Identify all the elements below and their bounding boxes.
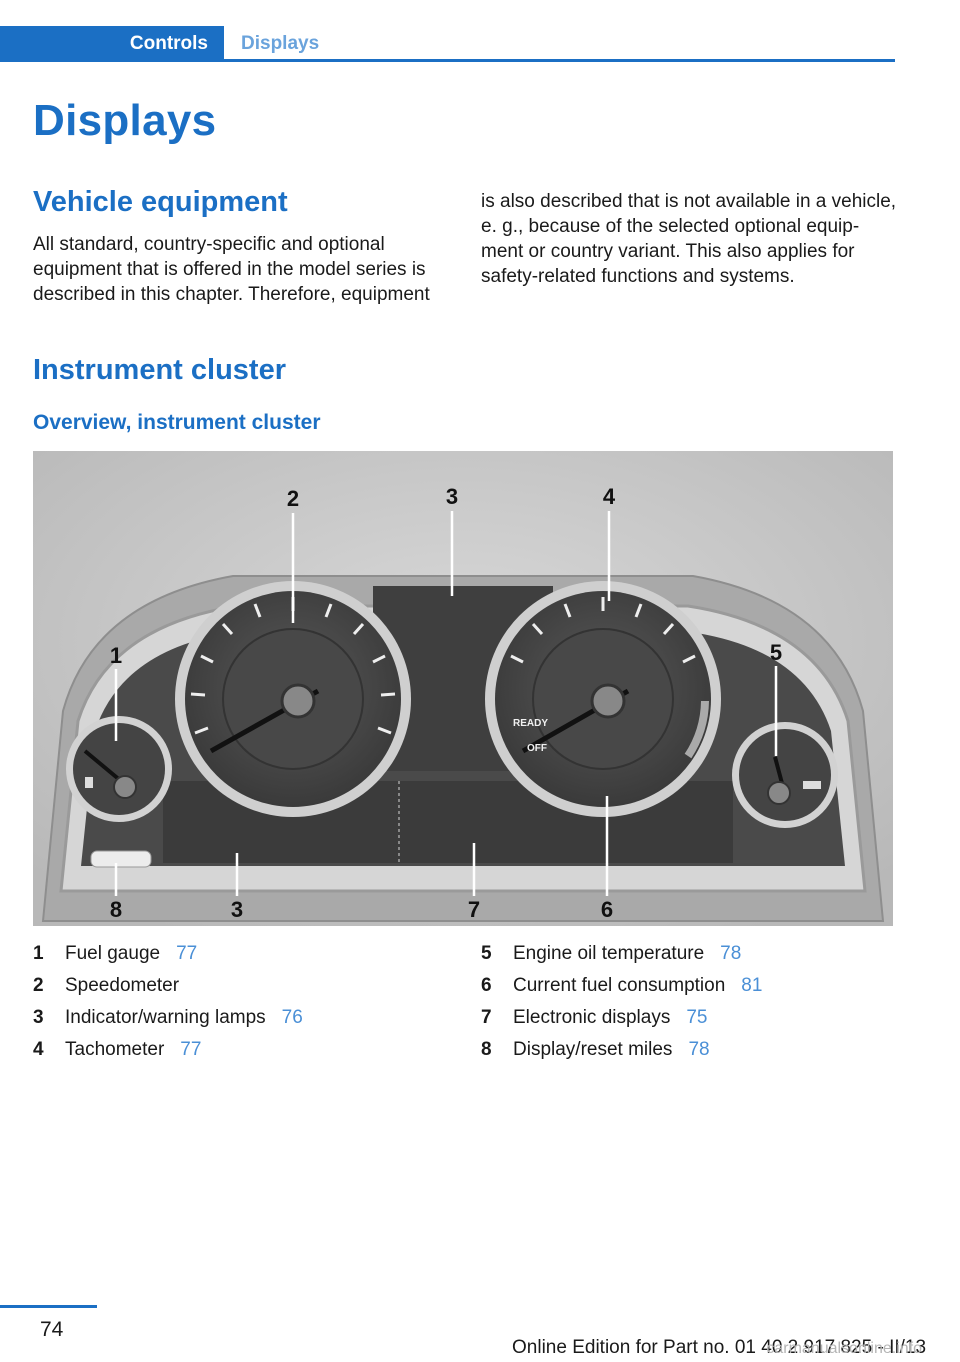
legend-item: 7 Electronic displays 75 [481, 1002, 901, 1034]
callout-7: 7 [468, 897, 480, 922]
fuel-pump-icon [85, 777, 93, 788]
callout-8: 8 [110, 897, 122, 922]
off-label: OFF [527, 743, 547, 754]
callout-lines [114, 511, 778, 896]
legend-label: Fuel gauge [65, 943, 161, 964]
speedometer-hub [280, 683, 316, 719]
legend-label: Speedometer [65, 975, 180, 996]
callout-6: 6 [601, 897, 613, 922]
legend-label: Electronic displays [513, 1007, 671, 1028]
legend-label: Tachometer [65, 1039, 165, 1060]
legend-right: 5 Engine oil temperature 78 6 Current fu… [481, 938, 901, 1066]
legend-label: Display/reset miles [513, 1039, 673, 1060]
legend-number: 4 [33, 1039, 44, 1060]
legend-label: Indicator/warning lamps [65, 1007, 266, 1028]
page-reference-link[interactable]: 78 [688, 1039, 710, 1060]
footer-rule [0, 1305, 97, 1308]
fuel-gauge-hub [113, 775, 137, 799]
page-reference-link[interactable]: 76 [281, 1007, 303, 1028]
instrument-cluster-illustration: READY OFF 1 2 3 4 [33, 451, 893, 926]
page-reference-link[interactable]: 75 [686, 1007, 708, 1028]
instrument-cluster-figure: READY OFF 1 2 3 4 [33, 451, 893, 926]
page-number: 74 [40, 1318, 64, 1341]
legend-number: 7 [481, 1007, 492, 1028]
page-reference-link[interactable]: 77 [180, 1039, 202, 1060]
legend-item: 1 Fuel gauge 77 [33, 938, 453, 970]
page-reference-link[interactable]: 77 [176, 943, 198, 964]
legend-left: 1 Fuel gauge 77 2 Speedometer 3 Indicato… [33, 938, 453, 1066]
section-heading-instrument-cluster: Instrument cluster [33, 354, 286, 386]
oil-can-icon [803, 781, 821, 789]
header-bar: Controls Displays [0, 0, 895, 62]
oil-temp-gauge-hub [767, 781, 791, 805]
vehicle-equipment-text-right: is also described that is not available … [481, 191, 897, 287]
legend-label: Current fuel consumption [513, 975, 726, 996]
legend-number: 3 [33, 1007, 44, 1028]
header-rule [0, 59, 895, 62]
legend-label: Engine oil temperature [513, 943, 705, 964]
tachometer-hub [590, 683, 626, 719]
legend-number: 1 [33, 943, 44, 964]
legend-item: 8 Display/reset miles 78 [481, 1034, 901, 1066]
ready-label: READY [513, 718, 548, 729]
tab-displays[interactable]: Displays [241, 32, 320, 54]
callout-2: 2 [287, 486, 299, 511]
section-heading-vehicle-equipment: Vehicle equipment [33, 186, 288, 218]
oil-temp-gauge-dial [739, 729, 831, 821]
page-reference-link[interactable]: 78 [720, 943, 742, 964]
legend-number: 6 [481, 975, 492, 996]
fuel-gauge-dial [73, 723, 165, 815]
vehicle-equipment-text-left: All standard, country-specific and optio… [33, 234, 430, 305]
trip-reset-button [90, 850, 152, 868]
watermark: carmanualsonline.info [766, 1340, 922, 1357]
tachometer-redline [684, 700, 709, 759]
callout-5: 5 [770, 640, 782, 665]
legend-item: 4 Tachometer 77 [33, 1034, 453, 1066]
callout-1: 1 [110, 643, 122, 668]
legend-item: 2 Speedometer [33, 970, 453, 1002]
page-title: Displays [33, 96, 217, 145]
tachometer-ticks [510, 597, 696, 664]
callout-numbers: 1 2 3 4 5 8 3 7 6 [110, 484, 782, 922]
legend-item: 3 Indicator/warning lamps 76 [33, 1002, 453, 1034]
callout-4: 4 [603, 484, 616, 509]
page-reference-link[interactable]: 81 [741, 975, 763, 996]
callout-3-bottom: 3 [231, 897, 243, 922]
legend-number: 2 [33, 975, 44, 996]
edition-info: Online Edition for Part no. 01 40 2 917 … [512, 1337, 927, 1358]
legend-number: 5 [481, 943, 492, 964]
fuel-gauge-needle [83, 749, 123, 783]
callout-3-top: 3 [446, 484, 458, 509]
legend-number: 8 [481, 1039, 492, 1060]
legend-item: 5 Engine oil temperature 78 [481, 938, 901, 970]
subheading-overview: Overview, instrument cluster [33, 411, 321, 434]
legend-item: 6 Current fuel consumption 81 [481, 970, 901, 1002]
tab-controls[interactable]: Controls [0, 26, 224, 61]
